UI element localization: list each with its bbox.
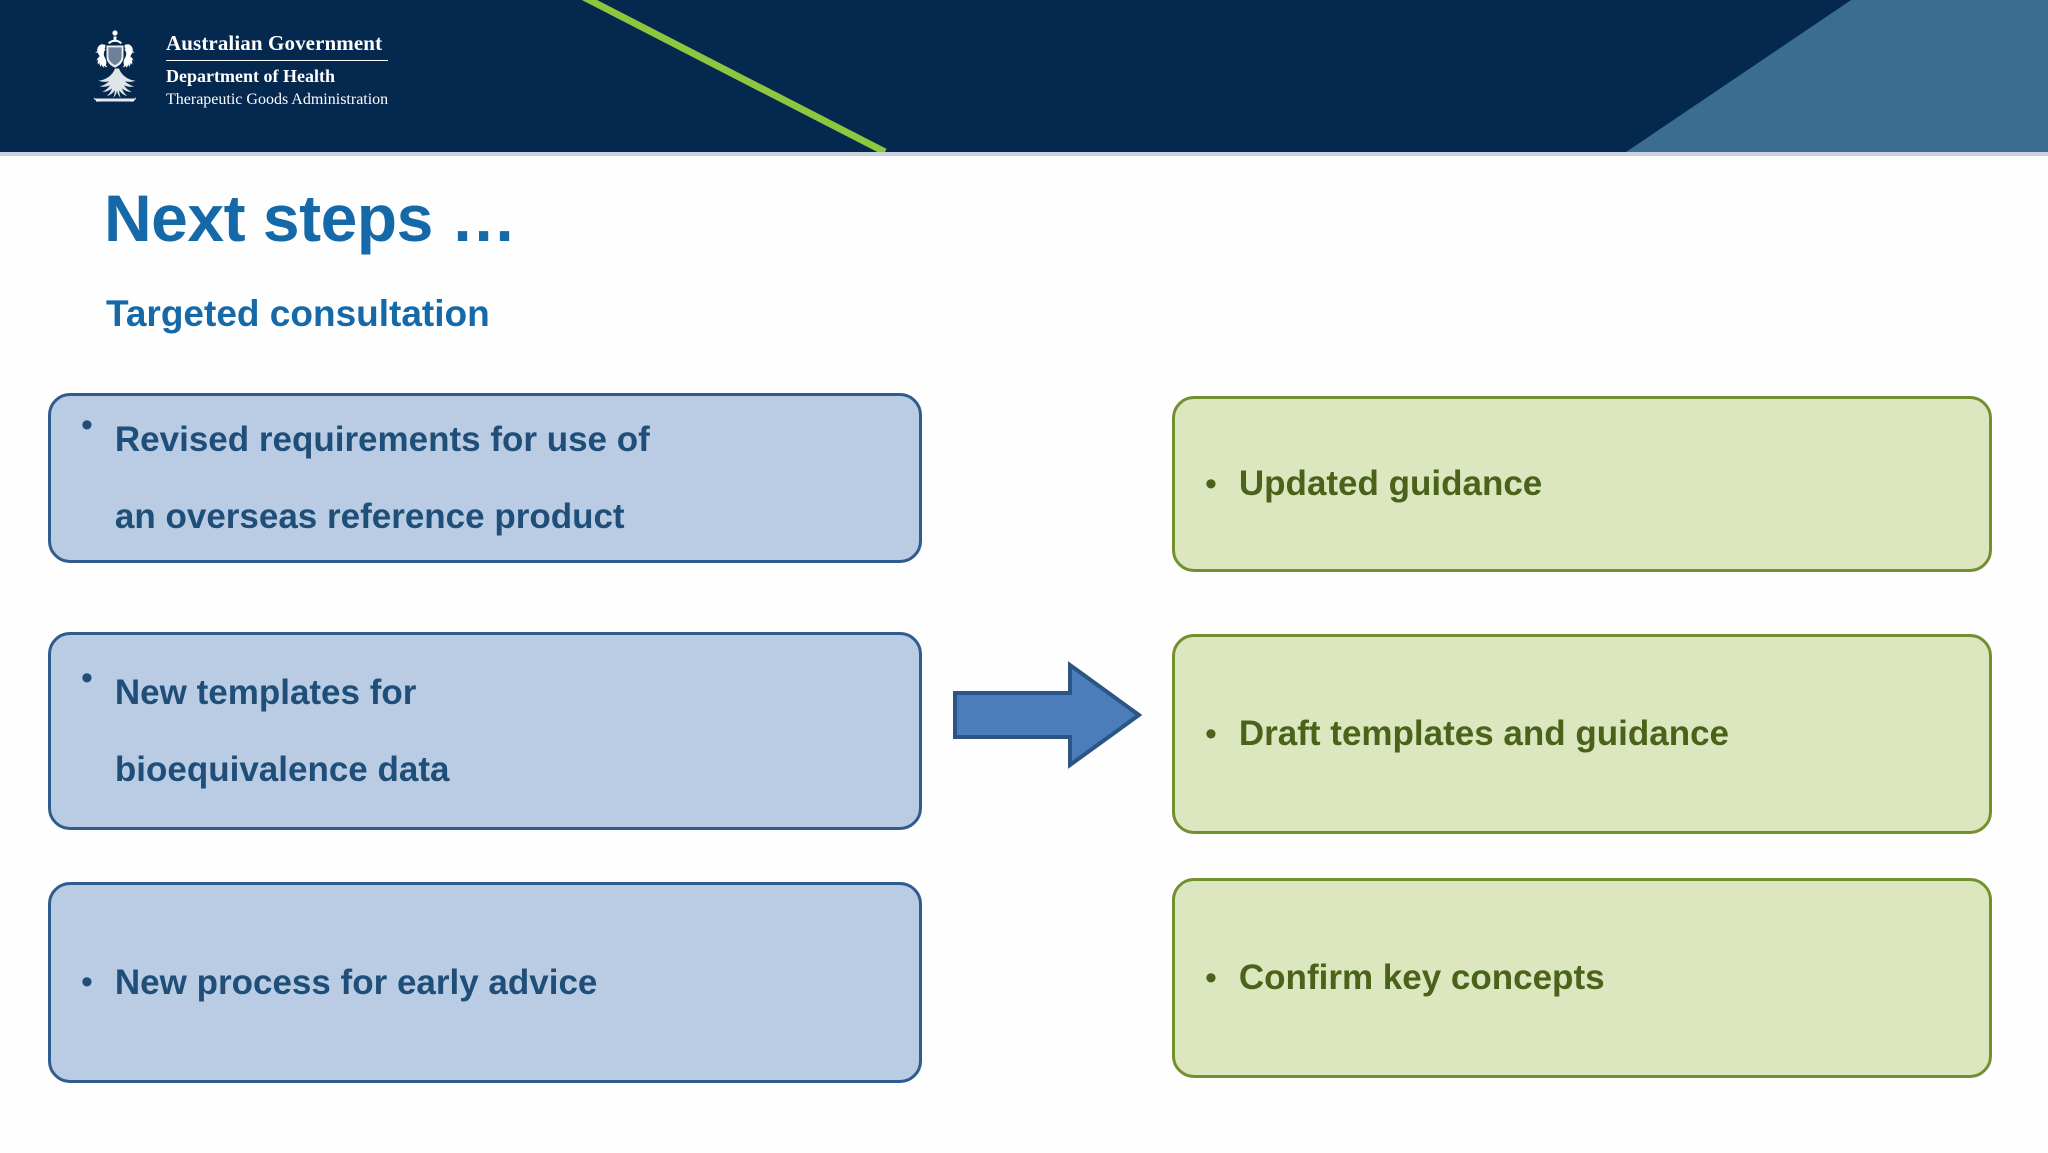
bullet-icon: •	[1205, 958, 1217, 997]
input-box-3-line1: New process for early advice	[114, 962, 598, 1002]
logo-agency: Therapeutic Goods Administration	[166, 90, 389, 108]
input-box-1[interactable]: • Revised requirements for use of an ove…	[48, 393, 922, 563]
output-box-3[interactable]: • Confirm key concepts	[1172, 878, 1992, 1078]
right-arrow-icon	[953, 661, 1142, 769]
bullet-icon: •	[1205, 464, 1217, 503]
output-box-1[interactable]: • Updated guidance	[1172, 396, 1992, 572]
output-box-2[interactable]: • Draft templates and guidance	[1172, 634, 1992, 834]
logo-organisation: Australian Government	[166, 31, 383, 55]
bullet-icon: •	[81, 406, 93, 444]
page-title: Next steps …	[104, 181, 517, 255]
output-box-2-label: Draft templates and guidance	[1238, 714, 1730, 753]
input-box-2-line2: bioequivalence data	[114, 750, 450, 789]
australian-coat-of-arms-icon	[93, 30, 137, 102]
input-box-3[interactable]: • New process for early advice	[48, 882, 922, 1083]
input-box-1-line2: an overseas reference product	[114, 497, 625, 536]
output-box-1-label: Updated guidance	[1238, 464, 1543, 503]
bullet-icon: •	[1205, 714, 1217, 753]
government-logo-lockup: Australian Government Department of Heal…	[78, 28, 389, 110]
logo-department: Department of Health	[166, 66, 335, 87]
page-subtitle: Targeted consultation	[106, 293, 490, 334]
input-box-2-line1: New templates for	[114, 673, 417, 712]
bullet-icon: •	[81, 659, 93, 697]
input-box-1-line1: Revised requirements for use of	[114, 420, 650, 459]
header-banner	[0, 0, 2048, 155]
output-box-3-label: Confirm key concepts	[1238, 958, 1605, 997]
input-box-2[interactable]: • New templates for bioequivalence data	[48, 632, 922, 830]
bullet-icon: •	[81, 963, 93, 1002]
logo-divider	[166, 59, 389, 62]
header-bottom-divider	[0, 152, 2048, 156]
